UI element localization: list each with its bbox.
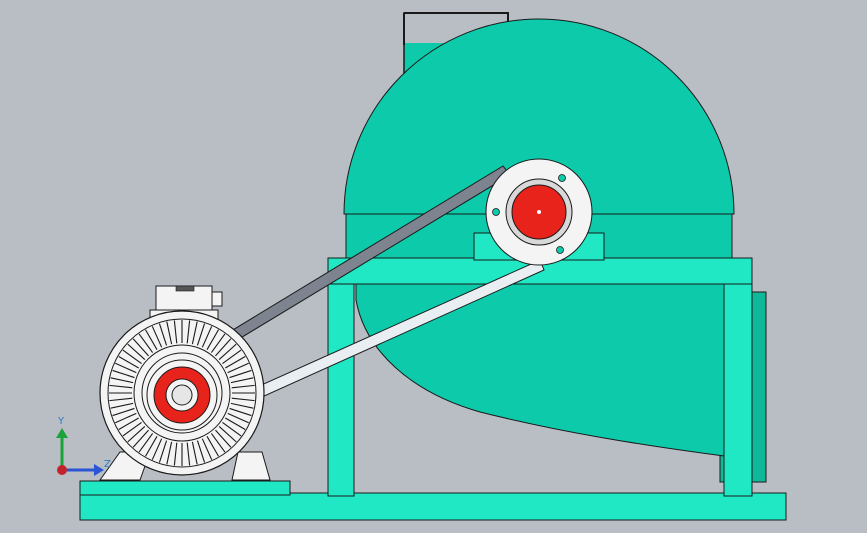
motor-fin	[206, 329, 219, 350]
motor-fin	[222, 349, 242, 365]
pulley-bolt	[492, 208, 500, 216]
axis-y-label: Y	[57, 416, 65, 427]
motor-fin	[122, 421, 142, 437]
frame-left-leg	[327, 283, 355, 497]
fan-housing-dome	[343, 18, 735, 215]
motor-fin	[112, 369, 135, 379]
motor-fin	[166, 321, 173, 345]
motor-fin	[230, 402, 254, 409]
motor-fin	[186, 442, 191, 466]
motor-fin	[215, 338, 232, 357]
frame-right-leg	[723, 283, 753, 497]
motor-fin	[218, 426, 237, 443]
motor-fin	[210, 333, 226, 353]
motor-fin	[227, 362, 249, 374]
motor-fin	[109, 397, 133, 402]
motor-fin	[151, 326, 163, 348]
motor-fin	[112, 407, 135, 417]
motor-fin	[196, 323, 206, 346]
motor-fin	[225, 417, 246, 430]
motor-fin	[227, 412, 249, 424]
motor-fin	[229, 407, 252, 417]
motor-fin	[201, 438, 213, 460]
motor-foot-right	[231, 451, 271, 481]
axis-triad: Y Z	[56, 416, 111, 476]
motor-fin	[206, 436, 219, 457]
motor-fin	[210, 433, 226, 453]
motor-fin	[118, 356, 139, 369]
motor-fin	[158, 440, 168, 463]
motor-fin	[225, 356, 246, 369]
axis-z-label: Z	[104, 459, 111, 470]
motor-fin	[145, 329, 158, 350]
motor-fin	[222, 421, 242, 437]
motor-fin	[118, 417, 139, 430]
motor-fin	[115, 362, 137, 374]
motor-fin	[158, 323, 168, 346]
motor-fin	[109, 384, 133, 389]
motor-fin	[231, 397, 255, 402]
base-plate	[79, 492, 787, 521]
motor-fin	[127, 343, 146, 360]
motor-fin	[186, 320, 191, 344]
motor-fin	[145, 436, 158, 457]
motor-fin	[230, 377, 254, 384]
motor-fin	[132, 338, 149, 357]
motor-fin	[127, 426, 146, 443]
motor-fin	[231, 384, 255, 389]
motor-fin	[110, 402, 134, 409]
motor-fin	[122, 349, 142, 365]
motor-fin	[138, 333, 154, 353]
volute-housing	[355, 283, 725, 457]
motor-fin	[138, 433, 154, 453]
motor-fin	[191, 321, 198, 345]
motor-base	[79, 480, 291, 496]
motor-fin	[132, 429, 149, 448]
motor-fin	[173, 320, 178, 344]
motor-fin	[115, 412, 137, 424]
motor-fin	[166, 441, 173, 465]
motor-fin	[110, 377, 134, 384]
motor-fin	[215, 429, 232, 448]
motor-fin	[218, 343, 237, 360]
pulley-bolt	[558, 174, 566, 182]
motor-fin	[229, 369, 252, 379]
motor-fin	[191, 441, 198, 465]
pulley-bolt	[556, 246, 564, 254]
motor-fin	[151, 438, 163, 460]
motor-fin	[196, 440, 206, 463]
motor-fin	[201, 326, 213, 348]
motor-fin	[173, 442, 178, 466]
